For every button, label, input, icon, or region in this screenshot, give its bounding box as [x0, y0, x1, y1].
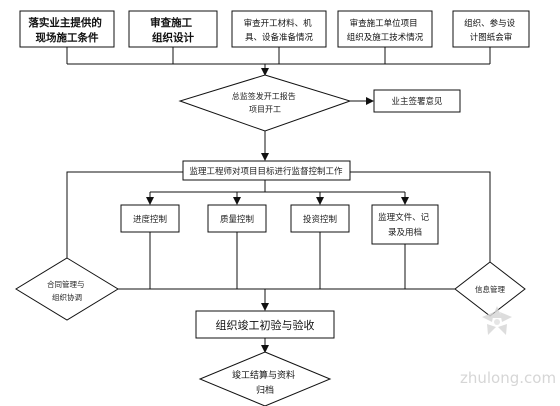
top-box-5: 组织、参与设 计图纸会审 — [452, 10, 530, 48]
top-box-3: 审查开工材料、机 具、设备准备情况 — [231, 10, 327, 48]
watermark-logo-icon — [482, 306, 512, 335]
final-decision: 竣工结算与资料 归档 — [198, 351, 332, 406]
control-box-cost: 投资控制 — [290, 204, 350, 233]
svg-text:进度控制: 进度控制 — [133, 214, 167, 225]
svg-text:审查施工单位项目 组织及施工技术情况: 审查施工单位项目 组织及施工技术情况 — [347, 18, 424, 43]
svg-text:审查开工材料、机 具、设备准备情况: 审查开工材料、机 具、设备准备情况 — [244, 18, 315, 43]
svg-text:审查施工 组织设计: 审查施工 组织设计 — [150, 16, 196, 44]
connectors — [66, 47, 491, 353]
main-monitoring-box: 监理工程师对项目目标进行监督控制工作 — [182, 160, 351, 181]
control-box-documents: 监理文件、记 录及用档 — [371, 204, 439, 245]
svg-text:竣工结算与资料 归档: 竣工结算与资料 归档 — [232, 369, 298, 396]
watermark-text: zhulong.com — [460, 369, 556, 387]
svg-text:总监签发开工报告 项目开工: 总监签发开工报告 项目开工 — [232, 91, 299, 114]
watermark: zhulong.com — [460, 306, 556, 387]
top-box-1: 落实业主提供的 现场施工条件 — [19, 10, 115, 48]
connector-right-loop — [350, 171, 491, 262]
svg-text:组织竣工初验与验收: 组织竣工初验与验收 — [216, 318, 315, 332]
svg-text:业主签署意见: 业主签署意见 — [391, 96, 443, 107]
info-decision: 信息管理 — [454, 261, 526, 317]
top-box-2: 审查施工 组织设计 — [128, 10, 218, 48]
top-box-4: 审查施工单位项目 组织及施工技术情况 — [337, 10, 433, 48]
control-box-schedule: 进度控制 — [120, 204, 180, 233]
svg-text:组织、参与设 计图纸会审: 组织、参与设 计图纸会审 — [464, 18, 518, 43]
start-decision: 总监签发开工报告 项目开工 — [178, 74, 352, 132]
owner-box: 业主签署意见 — [373, 89, 461, 113]
svg-text:信息管理: 信息管理 — [475, 284, 505, 294]
control-box-quality: 质量控制 — [207, 204, 267, 233]
svg-text:监理文件、记 录及用档: 监理文件、记 录及用档 — [378, 212, 432, 238]
contract-decision: 合同管理与 组织协调 — [15, 257, 119, 321]
svg-text:合同管理与 组织协调: 合同管理与 组织协调 — [47, 279, 87, 302]
svg-text:投资控制: 投资控制 — [303, 214, 337, 225]
svg-text:质量控制: 质量控制 — [220, 214, 254, 225]
acceptance-box: 组织竣工初验与验收 — [195, 310, 335, 339]
connector-left-loop — [66, 171, 183, 258]
svg-text:监理工程师对项目目标进行监督控制工作: 监理工程师对项目目标进行监督控制工作 — [189, 166, 343, 177]
svg-text:落实业主提供的 现场施工条件: 落实业主提供的 现场施工条件 — [28, 16, 105, 44]
